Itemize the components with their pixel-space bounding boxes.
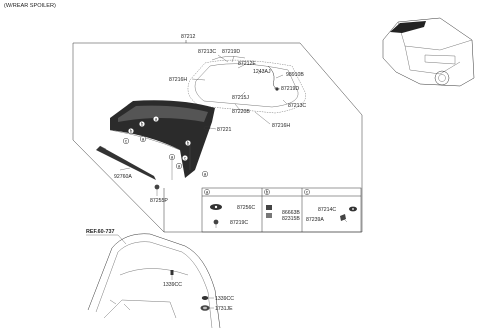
label-87216H-right: 87216H (272, 123, 290, 129)
legend-header-b: b (264, 189, 270, 195)
callout-markers: b b a c a b a c a a (122, 115, 209, 178)
reference-link[interactable]: REF.60-737 (86, 229, 114, 235)
svg-text:a: a (178, 164, 181, 169)
callout-a-2: a (139, 135, 147, 143)
label-86663B: 86663B (282, 210, 300, 216)
label-87220B: 87220B (232, 109, 250, 115)
legend-header-c: c (304, 189, 310, 195)
grommet-stack (200, 296, 214, 311)
label-82315B: 82315B (282, 216, 300, 222)
bolt-icon (340, 206, 357, 223)
label-1339CC-tailgate: 1339CC (163, 282, 182, 288)
callout-a-4: a (175, 162, 183, 170)
label-1339CC-bottom: 1339CC (215, 296, 234, 302)
callout-b-1: b (127, 127, 135, 135)
label-87213C-right: 87213C (288, 103, 306, 109)
vehicle-icon (382, 17, 475, 87)
callout-a-1: a (152, 115, 160, 123)
svg-text:b: b (141, 122, 144, 127)
tailgate-icon (87, 233, 221, 328)
clip-icon (154, 184, 160, 194)
label-87216H-top: 87216H (169, 77, 187, 83)
rear-spoiler-assembly (109, 100, 215, 178)
label-87212E: 87212E (238, 61, 256, 67)
label-87219D-mid: 87219D (281, 86, 299, 92)
label-92760A: 92760A (114, 174, 132, 180)
label-87239A: 87239A (306, 217, 324, 223)
callout-b-3: b (184, 139, 192, 147)
svg-text:c: c (125, 139, 128, 144)
spoiler-icon (187, 56, 306, 114)
svg-text:a: a (171, 155, 174, 160)
leader-lines (119, 54, 288, 196)
label-87255P: 87255P (150, 198, 168, 204)
svg-text:a: a (155, 117, 158, 122)
svg-text:b: b (130, 129, 133, 134)
callout-b-2: b (138, 120, 146, 128)
callout-a-3: a (168, 153, 176, 161)
label-87213C-top: 87213C (198, 49, 216, 55)
label-87212: 87212 (181, 34, 196, 40)
label-87219D-top: 87219D (222, 49, 240, 55)
callout-a-5: a (201, 170, 209, 178)
label-1731JE: 1731JE (215, 306, 233, 312)
svg-text:b: b (266, 190, 269, 195)
svg-text:a: a (142, 137, 145, 142)
label-1243AJ: 1243AJ (253, 69, 271, 75)
page-title: (W/REAR SPOILER) (4, 3, 56, 9)
label-98910B: 98910B (286, 72, 304, 78)
fastener-legend: a b c 87256C 87219C 86663B 82315B 87214C… (201, 187, 362, 233)
nut-icon (266, 205, 272, 218)
clip-icon-a (213, 219, 219, 228)
callout-c-1: c (122, 137, 130, 145)
label-87256C: 87256C (237, 205, 255, 211)
tailgate-clip-icon (170, 270, 174, 280)
garnish-strip (96, 145, 156, 180)
svg-text:a: a (206, 190, 209, 195)
label-87219C: 87219C (230, 220, 248, 226)
svg-text:b: b (187, 141, 190, 146)
label-87215J: 87215J (232, 95, 249, 101)
svg-text:a: a (204, 172, 207, 177)
svg-text:c: c (184, 156, 187, 161)
label-87214C: 87214C (318, 207, 336, 213)
callout-c-2: c (181, 154, 189, 162)
label-87221: 87221 (217, 127, 232, 133)
legend-header-a: a (204, 189, 210, 195)
assembly-frame (72, 40, 363, 233)
svg-text:c: c (306, 190, 309, 195)
